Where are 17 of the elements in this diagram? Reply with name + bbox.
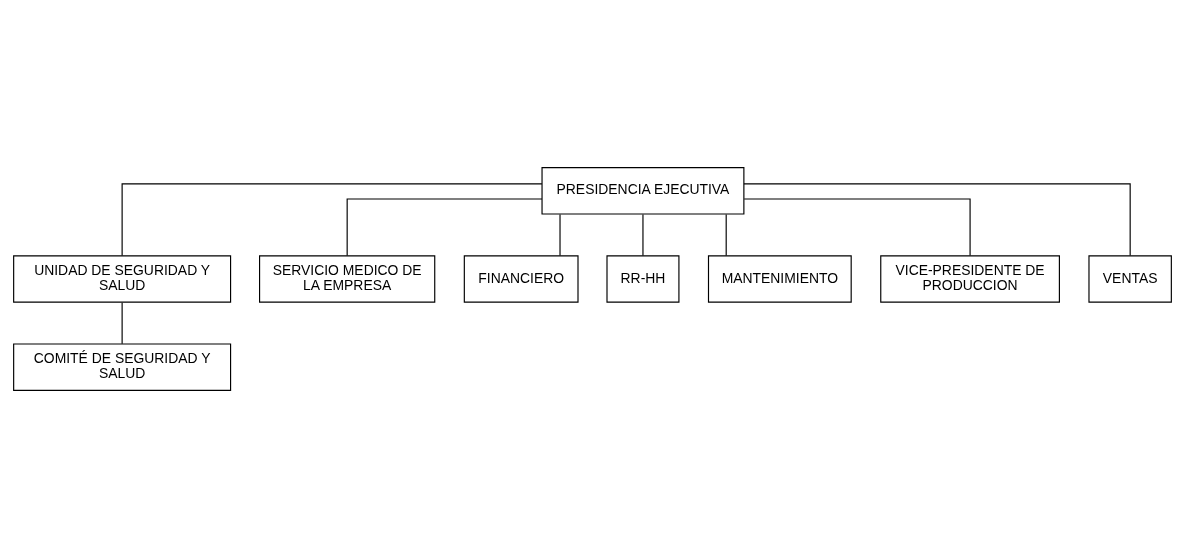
node-box: SERVICIO MEDICO DE LA EMPRESA: [259, 254, 436, 303]
node-box: MANTENIMIENTO: [707, 254, 852, 303]
node-box: COMITÉ DE SEGURIDAD Y SALUD: [13, 342, 232, 391]
connector: [121, 182, 543, 256]
connector: [725, 213, 727, 256]
node-box: FINANCIERO: [463, 254, 579, 303]
node-box: VENTAS: [1088, 254, 1172, 303]
connector: [743, 182, 1131, 256]
connector: [559, 213, 561, 256]
connector: [346, 197, 543, 256]
node-box: VICE-PRESIDENTE DE PRODUCCION: [880, 254, 1060, 303]
connector: [642, 213, 644, 256]
node-box: UNIDAD DE SEGURIDAD Y SALUD: [13, 254, 232, 303]
connector: [743, 197, 971, 256]
connector: [121, 301, 123, 344]
node-box: PRESIDENCIA EJECUTIVA: [541, 166, 745, 215]
node-box: RR-HH: [606, 254, 680, 303]
